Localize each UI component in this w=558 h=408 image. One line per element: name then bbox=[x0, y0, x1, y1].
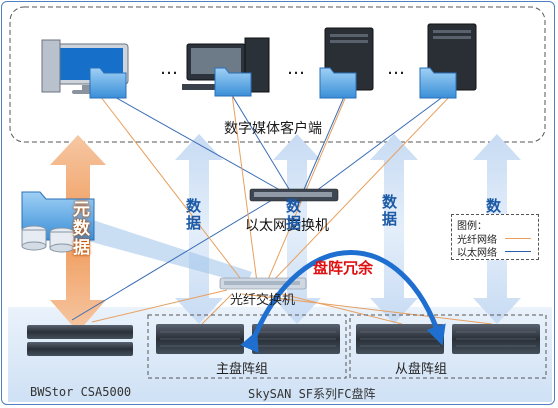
database-icon bbox=[21, 225, 75, 253]
ellipsis-3: … bbox=[387, 58, 405, 79]
folder-icon bbox=[214, 67, 252, 97]
legend-fiber-line bbox=[505, 238, 531, 239]
csa-server-icon bbox=[27, 325, 133, 356]
secondary-group-label: 从盘阵组 bbox=[395, 362, 448, 377]
primary-group-box bbox=[147, 314, 347, 379]
diagram-graphics: … … … bbox=[8, 6, 552, 402]
data-arrow-2 bbox=[273, 134, 321, 324]
legend-ethernet-label: 以太网络 bbox=[457, 248, 497, 259]
ethernet-switch-icon bbox=[249, 188, 339, 202]
workstation-icon bbox=[182, 37, 270, 93]
redundancy-arrow bbox=[240, 250, 446, 353]
folder-icon bbox=[319, 67, 357, 99]
data-label: 数据 bbox=[284, 198, 302, 232]
data-label: 数据 bbox=[380, 194, 398, 228]
folder-icon bbox=[419, 67, 457, 99]
legend-title: 图例： bbox=[457, 221, 487, 232]
client-region bbox=[9, 6, 546, 143]
legend: 图例： 光纤网络 以太网络 bbox=[451, 214, 539, 260]
primary-group-label: 主盘阵组 bbox=[216, 362, 269, 377]
redundancy-label: 盘阵冗余 bbox=[313, 259, 374, 277]
fc-flow-arrow bbox=[62, 210, 252, 284]
data-arrow-3 bbox=[370, 134, 418, 324]
client-label: 数字媒体客户端 bbox=[224, 121, 322, 137]
ellipsis-1: … bbox=[160, 58, 178, 79]
legend-ethernet-line bbox=[505, 251, 531, 252]
data-label: 数据 bbox=[184, 198, 202, 232]
ellipsis-2: … bbox=[287, 58, 305, 79]
fc-switch-label: 光纤交换机 bbox=[230, 293, 296, 308]
csa-label: BWStor CSA5000 bbox=[30, 385, 132, 399]
fiber-links bbox=[91, 91, 493, 325]
metadata-label: 元数据 bbox=[69, 200, 89, 257]
data-arrow-1 bbox=[175, 134, 223, 324]
ethernet-switch-label: 以太网交换机 bbox=[245, 218, 329, 234]
legend-fiber-label: 光纤网络 bbox=[457, 235, 497, 246]
array-label: SkySAN SF系列FC盘阵 bbox=[248, 387, 376, 401]
ethernet-links bbox=[71, 86, 453, 321]
folder-icon bbox=[89, 67, 127, 99]
